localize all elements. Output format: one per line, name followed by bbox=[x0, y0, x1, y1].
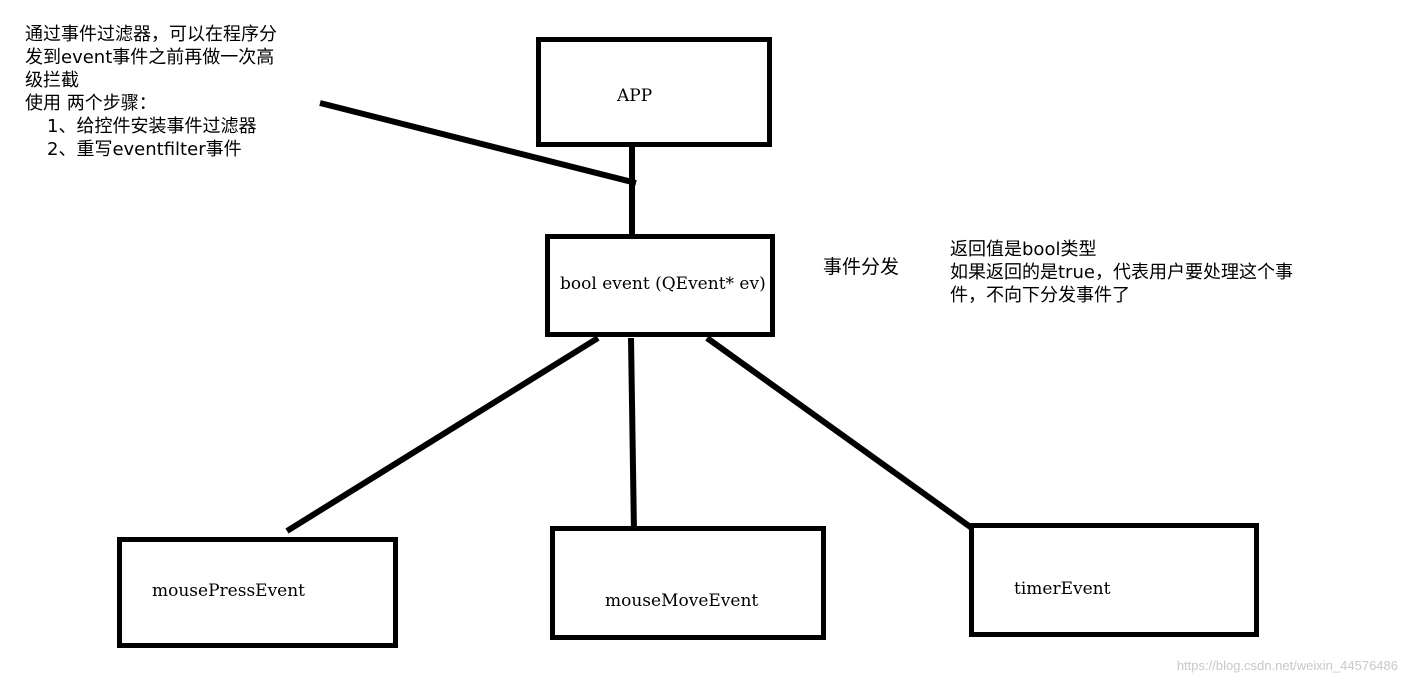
connector-event-to-mouse-move bbox=[628, 337, 637, 534]
connector-note-to-event bbox=[319, 100, 637, 186]
return-note-line: 返回值是bool类型 bbox=[950, 239, 1097, 260]
filter-note-step: 1、给控件安装事件过滤器 bbox=[47, 116, 257, 137]
filter-note-line: 发到event事件之前再做一次高 bbox=[25, 47, 275, 68]
filter-note-line: 使用 两个步骤： bbox=[25, 93, 157, 114]
return-note-line: 如果返回的是true，代表用户要处理这个事 bbox=[950, 262, 1293, 283]
filter-note-step: 2、重写eventfilter事件 bbox=[47, 139, 242, 160]
event-node: bool event (QEvent* ev) bbox=[545, 234, 775, 337]
mouse-move-node: mouseMoveEvent bbox=[550, 526, 826, 640]
event-label: bool event (QEvent* ev) bbox=[560, 274, 766, 294]
filter-note: 通过事件过滤器，可以在程序分 发到event事件之前再做一次高 级拦截 使用 两… bbox=[25, 23, 277, 161]
app-node: APP bbox=[536, 37, 772, 147]
mouse-press-label: mousePressEvent bbox=[152, 581, 306, 601]
app-label: APP bbox=[617, 86, 653, 106]
filter-note-line: 通过事件过滤器，可以在程序分 bbox=[25, 24, 277, 45]
connector-event-to-mouse-press bbox=[285, 335, 600, 534]
return-note: 返回值是bool类型 如果返回的是true，代表用户要处理这个事 件，不向下分发… bbox=[950, 238, 1293, 307]
mouse-press-node: mousePressEvent bbox=[117, 537, 398, 648]
return-note-line: 件，不向下分发事件了 bbox=[950, 285, 1130, 306]
dispatch-label: 事件分发 bbox=[823, 256, 900, 278]
filter-note-line: 级拦截 bbox=[25, 70, 79, 91]
timer-label: timerEvent bbox=[1014, 579, 1111, 599]
timer-node: timerEvent bbox=[969, 523, 1259, 637]
watermark: https://blog.csdn.net/weixin_44576486 bbox=[1176, 658, 1398, 673]
connector-event-to-timer bbox=[705, 335, 978, 534]
mouse-move-label: mouseMoveEvent bbox=[605, 591, 759, 611]
